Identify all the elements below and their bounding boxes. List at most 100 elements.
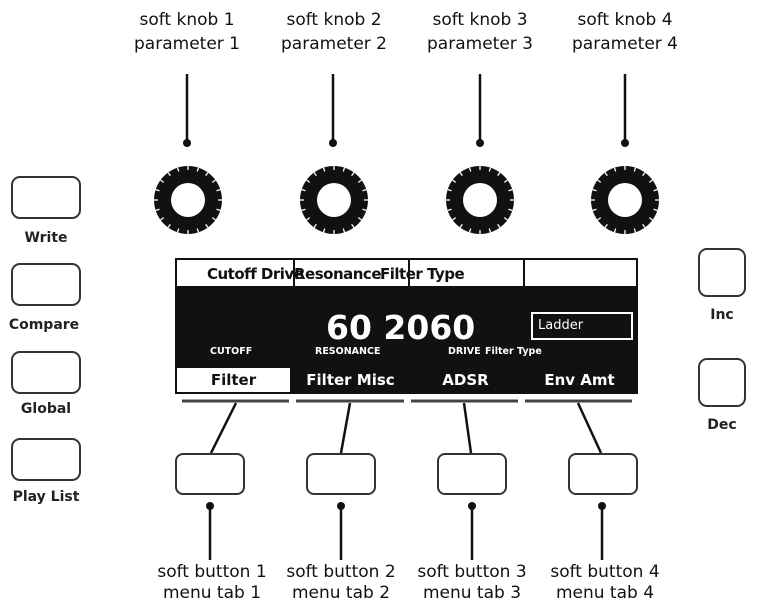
global-button[interactable] [11,351,81,394]
knob-grip-tick [642,172,646,177]
soft-button-label-2-line2: menu tab 2 [291,583,391,603]
knob-grip-tick [306,217,311,221]
header-filter-type: Filter Type [380,265,465,283]
knob-grip-tick [459,223,463,228]
soft-button-label-2-line1: soft button 2 [286,562,396,582]
filter-type-value: Ladder [531,312,633,340]
knob-label-1-line1: soft knob 1 [139,10,235,30]
label-cutoff: CUTOFF [210,346,253,357]
knob-label-4-line2: parameter 4 [572,34,678,54]
knob-grip-tick [362,188,367,192]
knob-grip-tick [362,208,367,212]
knob-grip-tick [176,228,180,233]
knob-grip-tick [211,217,216,221]
parameter-values: 60 2060 [326,308,476,347]
soft-button-label-1-line2: menu tab 1 [162,583,262,603]
knob-label-1: soft knob 1 parameter 1 [112,8,262,56]
tab-filter-misc[interactable]: Filter Misc [292,368,409,394]
knob-grip-tick [653,188,658,192]
soft-button-3[interactable] [437,453,507,495]
knob-grip-tick [160,217,165,221]
knob-grip-tick [613,228,617,233]
dec-label: Dec [707,417,737,433]
play-list-button[interactable] [11,438,81,481]
knob-grip-tick [155,188,160,192]
knob-grip-tick [468,228,472,233]
header-divider [293,260,295,288]
knob-grip-tick [648,217,653,221]
knob-grip-tick [351,223,355,228]
knob-grip-tick [447,208,452,212]
header-divider [408,260,410,288]
knob-grip-tick [205,172,209,177]
knob-grip-tick [604,172,608,177]
tab-adsr[interactable]: ADSR [407,368,524,394]
knob-label-3-line1: soft knob 3 [432,10,528,30]
knob-label-4: soft knob 4 parameter 4 [550,8,700,56]
soft-button-label-2: soft button 2 menu tab 2 [261,562,421,604]
knob-grip-tick [633,167,637,172]
soft-knob-3[interactable] [446,166,514,234]
inc-button[interactable] [698,248,746,297]
knob-grip-tick [508,188,513,192]
knob-grip-tick [633,228,637,233]
knob-grip-tick [488,167,492,172]
soft-button-1[interactable] [175,453,245,495]
dec-button[interactable] [698,358,746,407]
knob-grip-tick [313,172,317,177]
knob-grip-tick [211,179,216,183]
tab-env-amt[interactable]: Env Amt [521,368,638,394]
knob-grip-tick [322,167,326,172]
soft-button-label-1-line1: soft button 1 [157,562,267,582]
knob-grip-tick [447,188,452,192]
soft-button-label-1: soft button 1 menu tab 1 [132,562,292,604]
header-resonance: Resonance [294,265,382,283]
knob-grip-tick [342,228,346,233]
knob-grip-tick [196,167,200,172]
knob-grip-tick [167,223,171,228]
global-label: Global [20,401,72,417]
tab-filter[interactable]: Filter [175,368,292,394]
knob-label-3-line2: parameter 3 [427,34,533,54]
knob-grip-tick [497,223,501,228]
button-leaders [206,502,606,560]
write-label: Write [24,230,68,246]
soft-knob-2[interactable] [300,166,368,234]
knob-grip-tick [216,188,221,192]
label-drive: DRIVE [448,346,481,357]
label-resonance: RESONANCE [315,346,381,357]
knob-grip-tick [306,179,311,183]
header-divider [523,260,525,288]
knob-grip-tick [322,228,326,233]
knob-grip-tick [216,208,221,212]
soft-button-2[interactable] [306,453,376,495]
knob-grip-tick [503,217,508,221]
knob-grip-tick [301,208,306,212]
soft-knob-1[interactable] [154,166,222,234]
knob-grip-tick [196,228,200,233]
soft-button-label-3: soft button 3 menu tab 3 [392,562,552,604]
knob-grip-tick [604,223,608,228]
knob-grip-tick [592,208,597,212]
tab-button-leaders [209,402,603,454]
knob-grip-tick [488,228,492,233]
knob-grip-tick [313,223,317,228]
knob-grip-tick [176,167,180,172]
soft-button-label-4: soft button 4 menu tab 4 [525,562,685,604]
knob-grip-tick [648,179,653,183]
soft-knob-4[interactable] [591,166,659,234]
write-button[interactable] [11,176,81,219]
knob-leaders [183,74,629,147]
knob-grip-tick [497,172,501,177]
knob-grip-tick [592,188,597,192]
knob-grip-tick [452,179,457,183]
compare-button[interactable] [11,263,81,306]
knob-label-1-line2: parameter 1 [134,34,240,54]
knob-grip-tick [468,167,472,172]
display-main: 60 2060 Ladder CUTOFF RESONANCE DRIVE Fi… [175,288,638,368]
header-cutoff-drive: Cutoff Drive [207,265,304,283]
soft-button-4[interactable] [568,453,638,495]
knob-grip-tick [357,179,362,183]
